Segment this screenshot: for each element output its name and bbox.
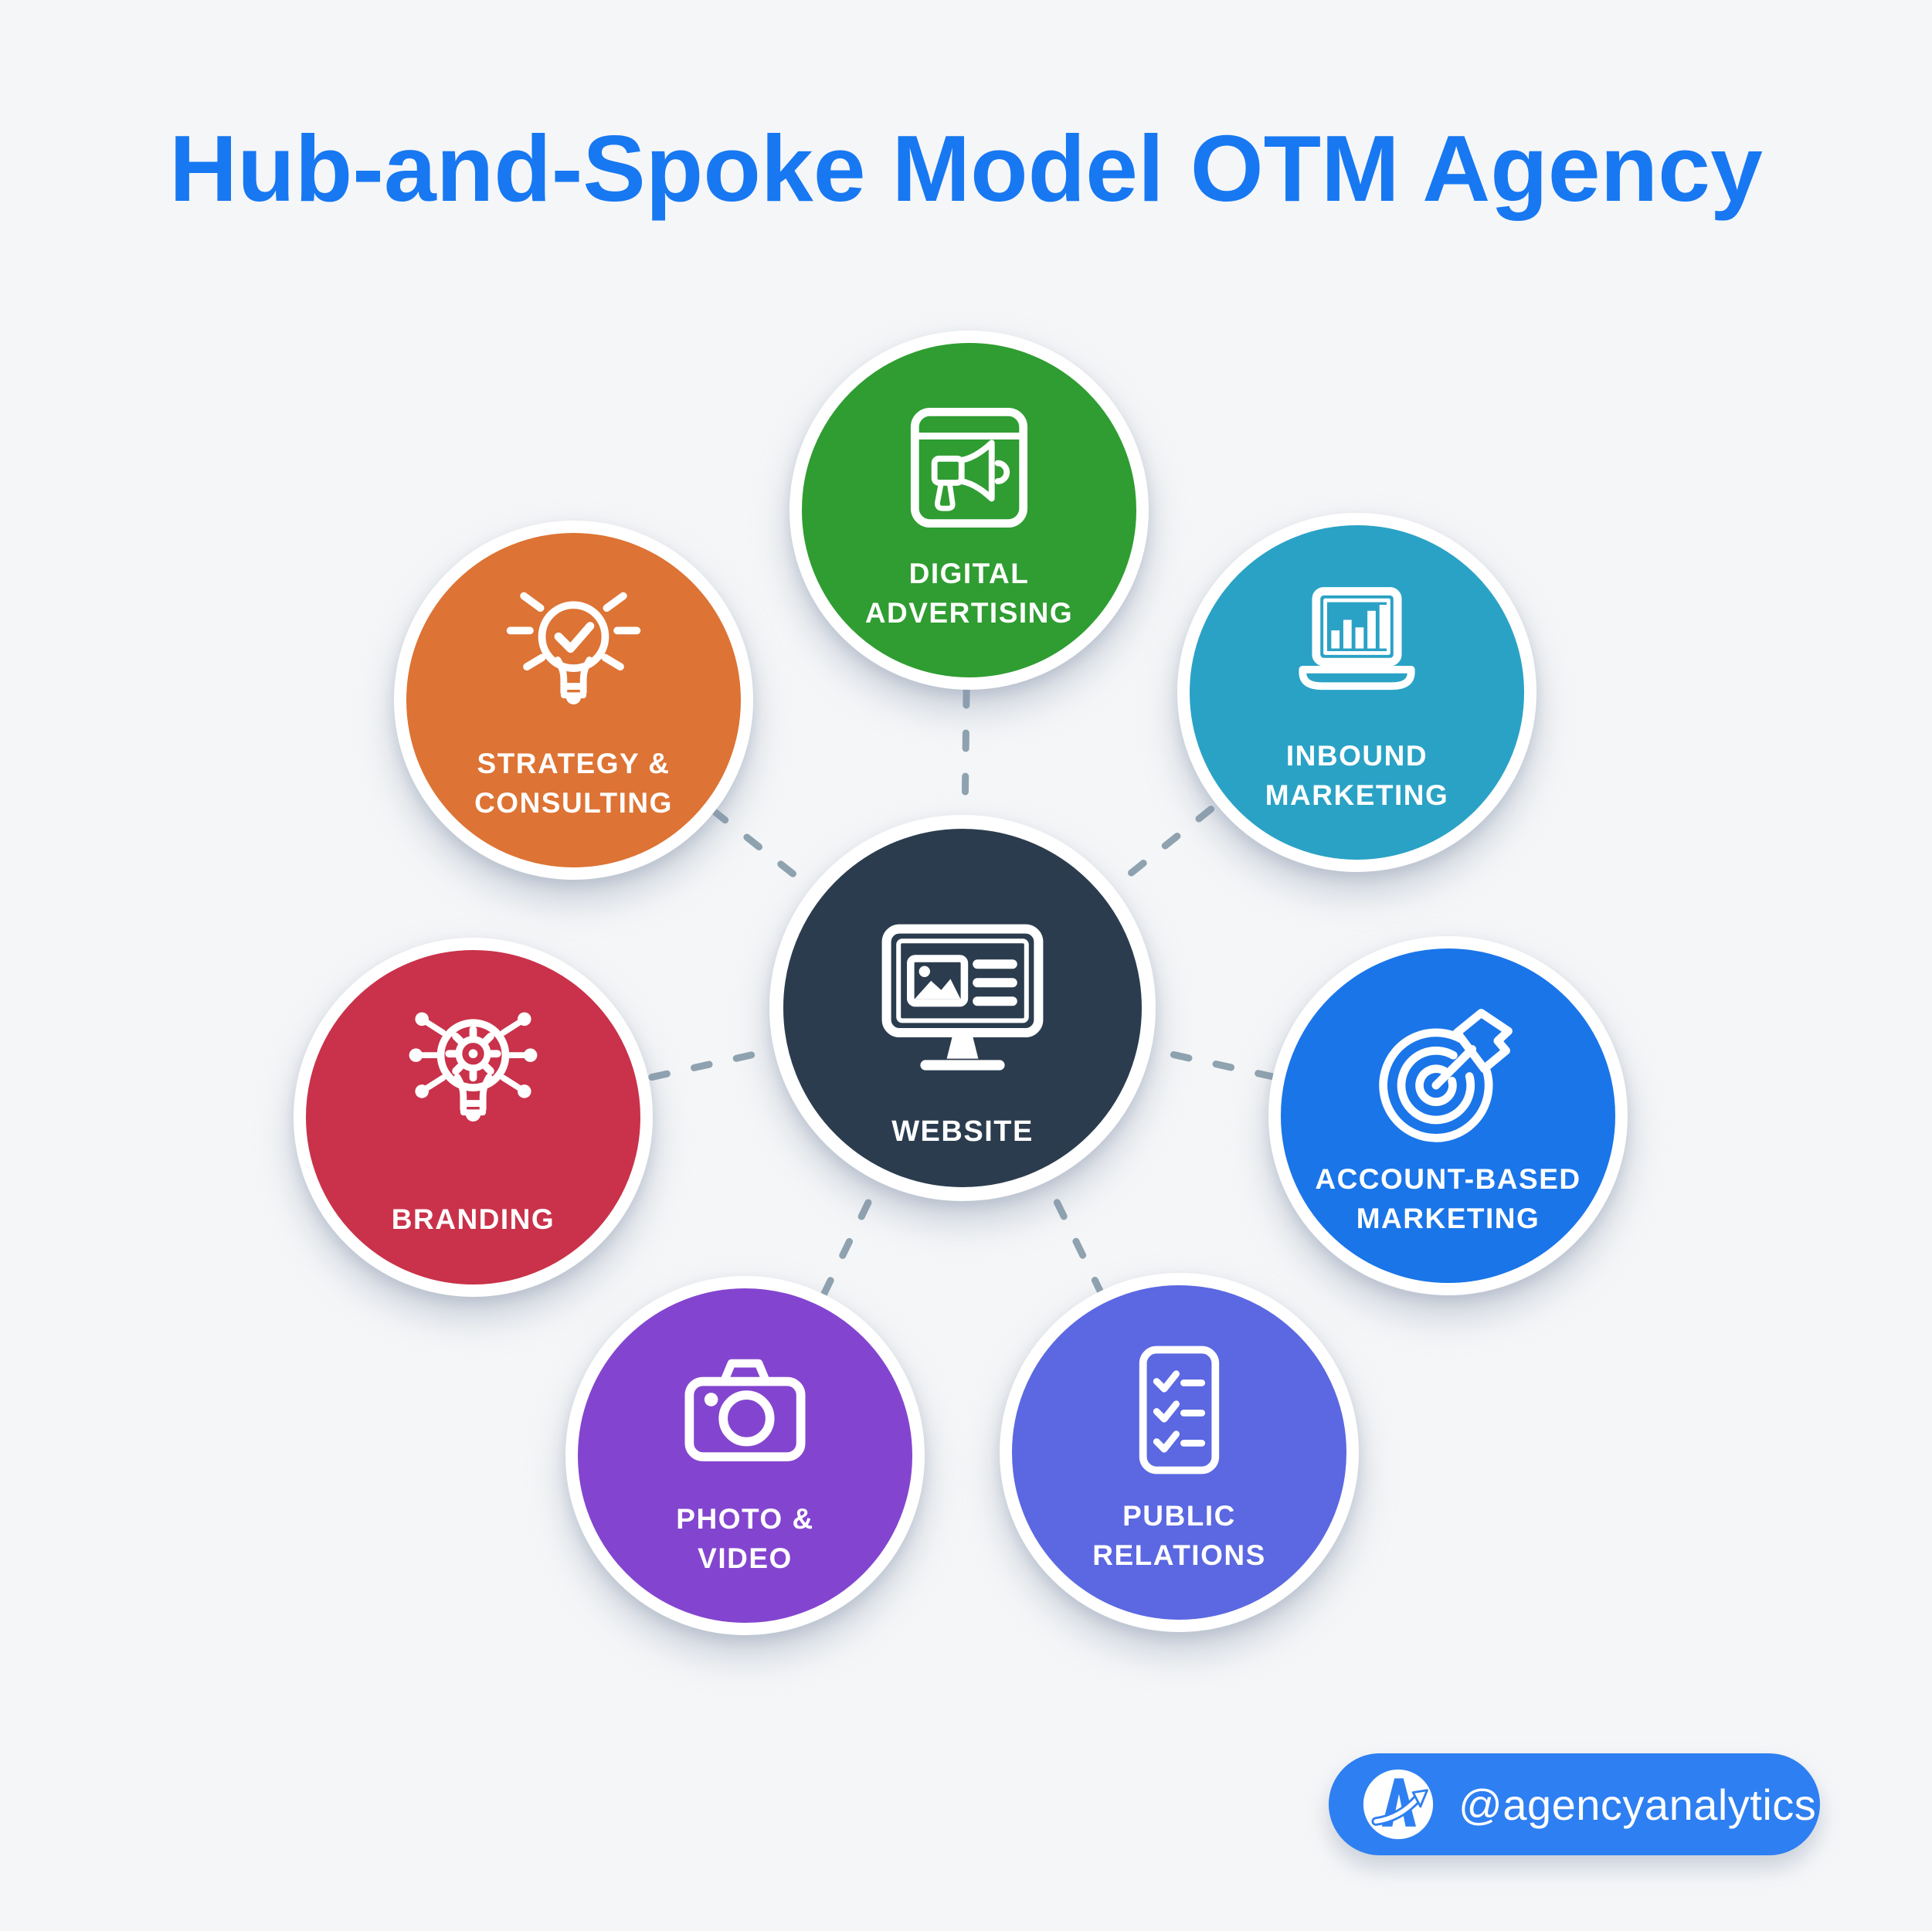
camera-icon [684,1359,806,1461]
spoke-circle-branding: BRANDING [294,938,653,1297]
laptop-bar-chart-icon [1299,587,1415,691]
spoke-circle-inbound-marketing: INBOUND MARKETING [1177,513,1536,872]
spoke-label-line: MARKETING [1265,779,1449,812]
spoke-label-line: PUBLIC [1122,1500,1236,1532]
checklist-icon [1139,1346,1220,1475]
hub-label: WEBSITE [891,1111,1034,1152]
spoke-label-line: BRANDING [391,1203,555,1235]
spoke-label-line: RELATIONS [1092,1539,1266,1572]
agencyanalytics-logo-icon [1363,1769,1434,1840]
spoke-label: STRATEGY & CONSULTING [474,744,673,823]
spoke-label: INBOUND MARKETING [1265,736,1449,815]
spoke-circle-strategy-consulting: STRATEGY & CONSULTING [394,521,753,880]
spoke-label-line: VIDEO [698,1542,793,1575]
spoke-circle-digital-advertising: DIGITAL ADVERTISING [789,331,1149,690]
spoke-circle-public-relations: PUBLIC RELATIONS [1000,1273,1359,1632]
spoke-label: ACCOUNT-BASED MARKETING [1315,1159,1581,1238]
target-dart-icon [1379,1009,1513,1142]
lightbulb-check-icon [506,592,641,704]
browser-megaphone-icon [910,407,1028,528]
spoke-circle-account-based-marketing: ACCOUNT-BASED MARKETING [1268,936,1628,1295]
page-title: Hub-and-Spoke Model OTM Agency [169,116,1763,221]
social-handle: @agencyanalytics [1458,1780,1817,1829]
spoke-label: BRANDING [392,1200,555,1239]
spoke-label-line: ACCOUNT-BASED [1315,1163,1581,1195]
spoke-label: DIGITAL ADVERTISING [865,554,1073,633]
brand-badge[interactable]: @agencyanalytics [1329,1753,1820,1855]
hub-label-text: WEBSITE [891,1115,1034,1148]
spoke-label-line: MARKETING [1356,1203,1540,1235]
spoke-label-line: STRATEGY & [477,748,671,779]
lightbulb-gear-network-icon [409,1012,538,1122]
desktop-monitor-website-icon [881,924,1044,1071]
spoke-label: PHOTO & VIDEO [676,1499,813,1578]
spoke-circle-photo-video: PHOTO & VIDEO [565,1276,925,1635]
spoke-label-line: INBOUND [1285,740,1428,772]
spoke-label-line: ADVERTISING [864,597,1074,630]
spoke-label-line: DIGITAL [908,558,1030,589]
hub-circle-website: WEBSITE [769,815,1156,1201]
spoke-label-line: PHOTO & [676,1503,814,1535]
spoke-label: PUBLIC RELATIONS [1092,1496,1266,1575]
spoke-label-line: CONSULTING [474,787,673,820]
